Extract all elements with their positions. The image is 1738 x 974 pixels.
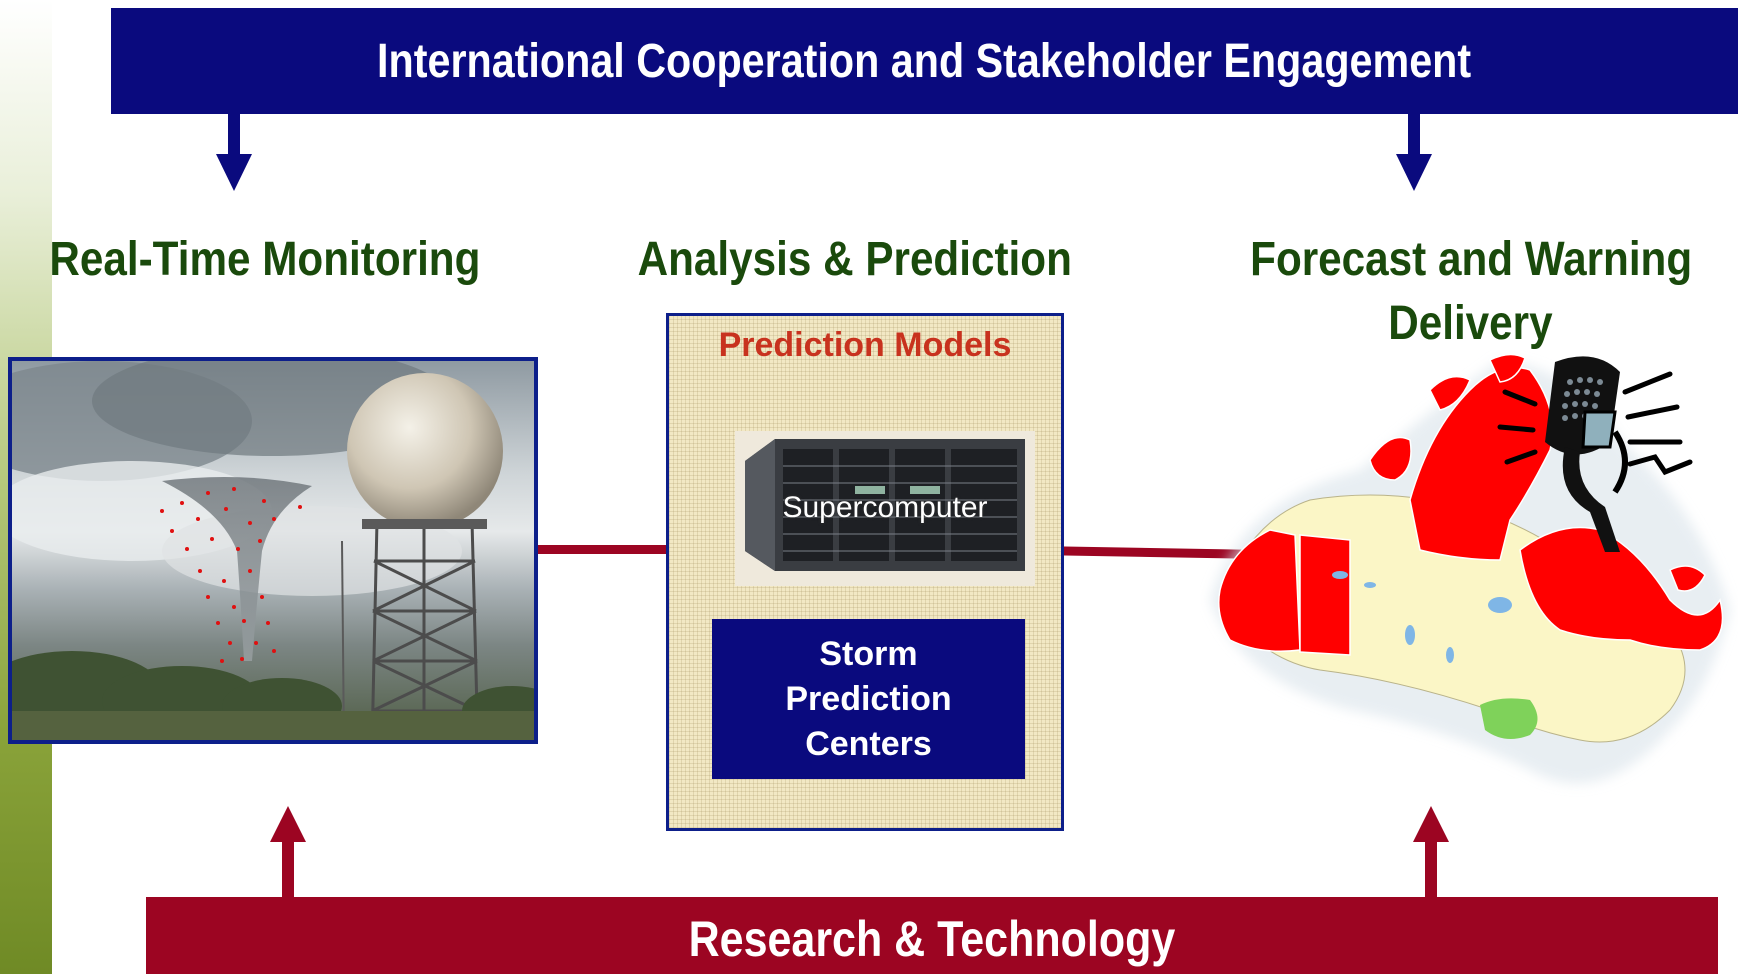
top-banner-label: International Cooperation and Stakeholde… — [377, 34, 1472, 88]
storm-line-1: Storm — [819, 634, 918, 673]
storm-prediction-centers-box: Storm Prediction Centers — [712, 619, 1025, 779]
heading-forecast-warning-delivery: Forecast and Warning Delivery — [1250, 233, 1693, 350]
storm-line-3: Centers — [805, 724, 932, 763]
down-arrow-left — [216, 112, 252, 191]
canada-map — [1200, 350, 1738, 820]
microphone-icon — [1495, 352, 1705, 557]
supercomputer-label: Supercomputer — [782, 491, 988, 524]
heading-real-time-monitoring: Real-Time Monitoring — [49, 233, 481, 286]
bottom-banner: Research & Technology — [146, 897, 1718, 974]
bottom-banner-label: Research & Technology — [688, 911, 1176, 967]
top-banner: International Cooperation and Stakeholde… — [111, 8, 1738, 114]
prediction-models-panel: Prediction Models Supercomputer Storm Pr… — [666, 313, 1064, 831]
panel-title: Prediction Models — [718, 326, 1012, 364]
up-arrow-left — [270, 806, 306, 898]
tornado-radar-photo — [8, 357, 538, 744]
down-arrow-right — [1396, 112, 1432, 191]
heading-analysis-prediction: Analysis & Prediction — [637, 233, 1073, 286]
storm-line-2: Prediction — [785, 679, 952, 718]
supercomputer-image: Supercomputer — [735, 431, 1035, 586]
